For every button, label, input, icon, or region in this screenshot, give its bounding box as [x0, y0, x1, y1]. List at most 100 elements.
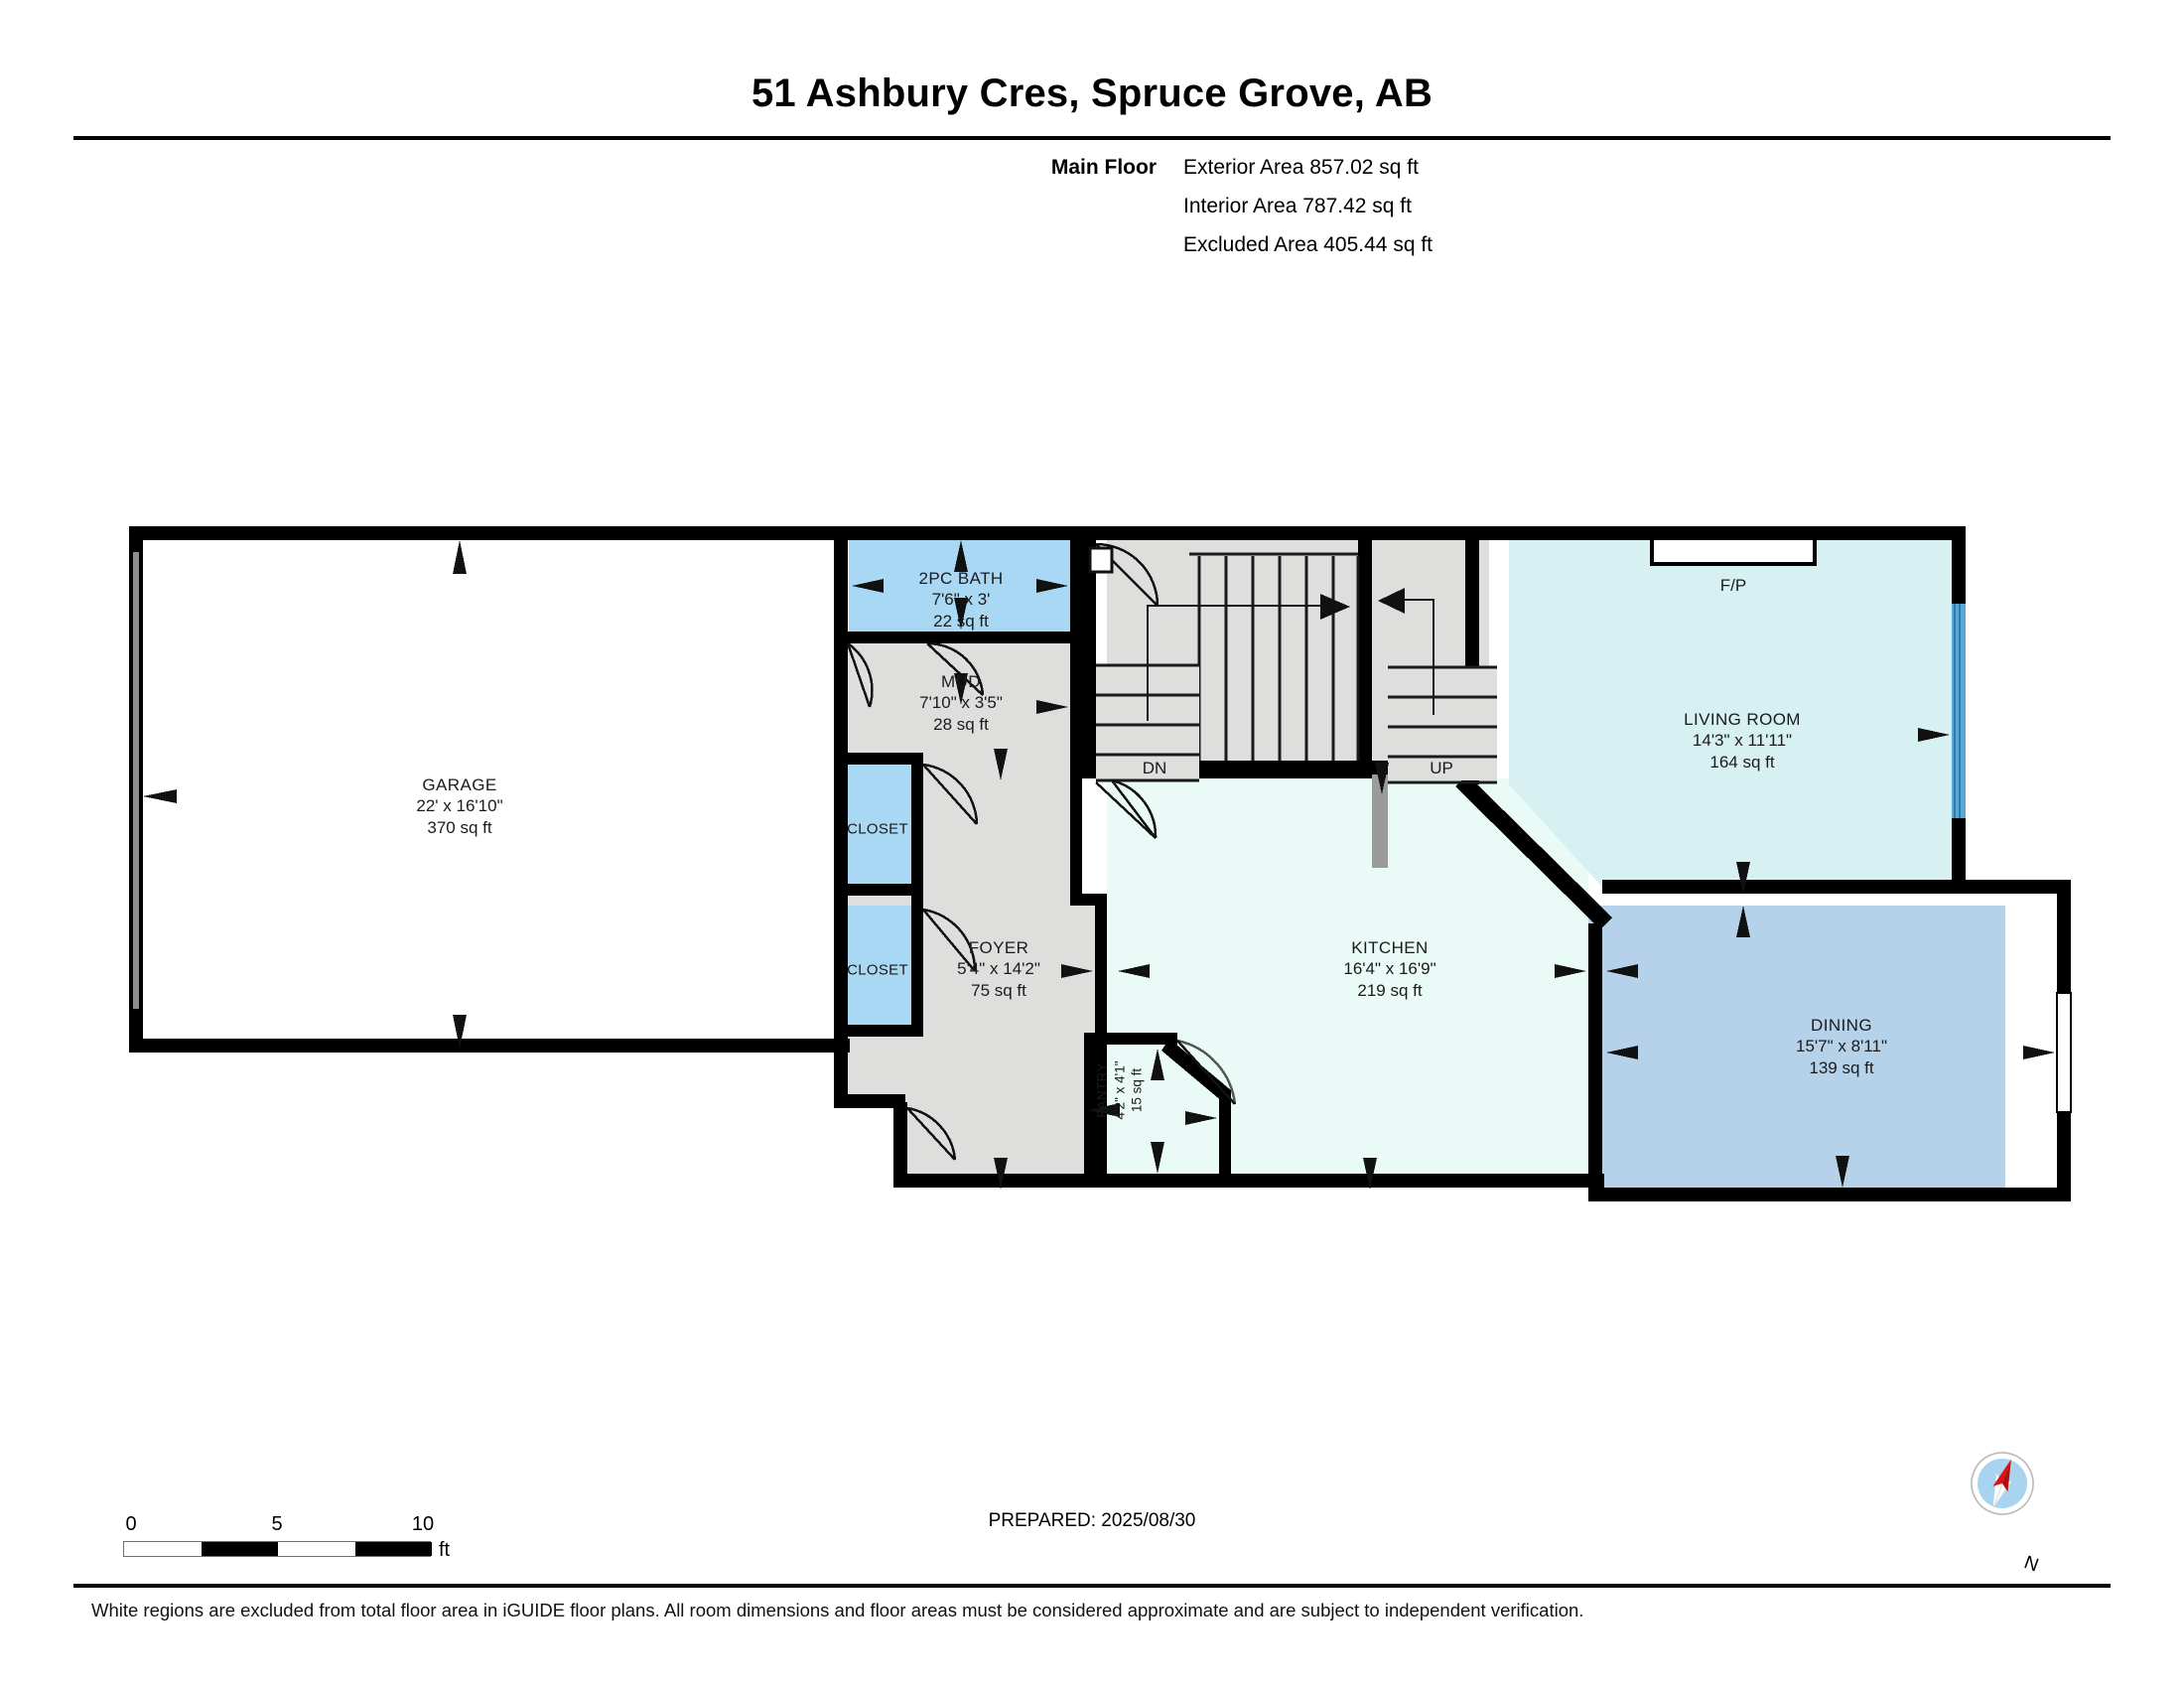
footer-divider [73, 1584, 2111, 1588]
kitchen-name: KITCHEN [1351, 938, 1429, 957]
mud-dimensions: 7'10" x 3'5" [919, 693, 1003, 713]
scale-seg-4 [354, 1542, 432, 1556]
wall-closet-lower-bottom [840, 1025, 923, 1037]
room-label-mud: MUD 7'10" x 3'5" 28 sq ft [919, 671, 1003, 735]
dining-area: 139 sq ft [1809, 1057, 1874, 1077]
wall-stair-mid-right [1358, 530, 1372, 778]
garage-name: GARAGE [422, 775, 497, 794]
bath-area: 22 sq ft [933, 611, 989, 631]
room-label-pantry: PANTRY 4'2" x 4'1" 15 sq ft [1094, 1060, 1147, 1119]
exterior-area-value: Exterior Area 857.02 sq ft [1183, 156, 1419, 179]
excluded-area-row: x Excluded Area 405.44 sq ft [1027, 233, 1722, 272]
room-label-garage: GARAGE 22' x 16'10" 370 sq ft [416, 774, 502, 838]
wall-foyer-right [1095, 906, 1107, 1188]
window-dining-right [2056, 992, 2072, 1113]
room-label-foyer: FOYER 5'4" x 14'2" 75 sq ft [957, 937, 1040, 1001]
page-title: 51 Ashbury Cres, Spruce Grove, AB [751, 71, 1433, 115]
pantry-name: PANTRY [1094, 1062, 1110, 1118]
closet-lower-fill [840, 906, 915, 1025]
bath-dimensions: 7'6" x 3' [931, 590, 991, 610]
scale-tick-labels: 0 5 10 [123, 1513, 435, 1537]
scale-tick-5: 5 [271, 1513, 283, 1535]
fireplace-label: F/P [1719, 576, 1747, 595]
living-name: LIVING ROOM [1684, 710, 1801, 729]
garage-dimensions: 22' x 16'10" [416, 796, 503, 816]
prepared-date: PREPARED: 2025/08/30 [988, 1510, 1196, 1531]
wall-mud-foyer-step [1070, 894, 1107, 906]
stairs-up-label: UP [1430, 759, 1453, 777]
dimension-arrows [143, 540, 2055, 1190]
wall-closet-mid [840, 884, 923, 896]
foyer-dimensions: 5'4" x 14'2" [957, 959, 1040, 979]
compass-rose-icon [1971, 1452, 2034, 1515]
wall-foyer-garage [834, 526, 848, 1108]
floor-label: Main Floor [1050, 156, 1157, 179]
wall-living-dining-step [1952, 880, 2071, 894]
room-label-dining: DINING 15'7" x 8'11" 139 sq ft [1796, 1015, 1887, 1078]
exterior-area-row: Main Floor Exterior Area 857.02 sq ft [1027, 156, 1722, 195]
kitchen-fill-2 [1107, 778, 1588, 1188]
garage-wall-top [129, 526, 850, 540]
wall-mud-right [1070, 643, 1082, 906]
wall-closet-upper-top [840, 753, 923, 765]
mud-area: 28 sq ft [933, 714, 989, 734]
room-label-closet-lower: CLOSET [847, 962, 908, 981]
wall-pantry-diagonal [1161, 1039, 1231, 1102]
room-label-bath: 2PC BATH 7'6" x 3' 22 sq ft [918, 568, 1003, 632]
garage-wall-bottom [129, 1039, 850, 1053]
dining-name: DINING [1811, 1016, 1872, 1035]
room-label-closet-upper: CLOSET [847, 821, 908, 840]
scale-tick-10: 10 [411, 1513, 435, 1535]
wall-left-foyer [893, 1102, 907, 1188]
door-swings [846, 542, 1237, 1161]
closet-upper-name: CLOSET [847, 820, 908, 838]
interior-area-value: Interior Area 787.42 sq ft [1183, 195, 1412, 217]
pantry-dimensions: 4'2" x 4'1" [1112, 1060, 1128, 1120]
garage-fill [139, 536, 840, 1053]
bath-name: 2PC BATH [918, 569, 1004, 588]
wall-bottom-kitchen [893, 1174, 1604, 1188]
wall-top-center [834, 526, 1529, 540]
kitchen-area: 219 sq ft [1357, 980, 1423, 1000]
closet-lower-name: CLOSET [847, 961, 908, 979]
foyer-area: 75 sq ft [971, 980, 1026, 1000]
room-label-kitchen: KITCHEN 16'4" x 16'9" 219 sq ft [1343, 937, 1435, 1001]
wall-bath-right [1070, 530, 1082, 643]
mud-name: MUD [941, 672, 981, 691]
window-living-right [1952, 604, 1966, 818]
wall-kitchen-dining [1588, 923, 1602, 1188]
dining-fill [1588, 906, 2005, 1188]
foyer-name: FOYER [968, 938, 1029, 957]
wall-top-living [1509, 526, 1966, 540]
wall-pantry-left [1084, 1033, 1096, 1178]
scale-tick-0: 0 [125, 1513, 137, 1535]
kitchen-dimensions: 16'4" x 16'9" [1343, 959, 1436, 979]
excluded-area-value: Excluded Area 405.44 sq ft [1183, 233, 1433, 256]
wall-stair-left [1082, 530, 1096, 778]
garage-area: 370 sq ft [427, 817, 492, 837]
door-jamb-stair [1088, 546, 1114, 574]
wall-foyer-bottom [834, 1094, 905, 1108]
living-dimensions: 14'3" x 11'11" [1692, 731, 1793, 751]
stairs-lower-flight [1096, 608, 1199, 782]
pantry-area: 15 sq ft [1129, 1067, 1145, 1113]
closet-upper-fill [840, 765, 915, 884]
wall-closet-upper-right [911, 753, 923, 884]
stairs-down-label: DN [1142, 759, 1167, 777]
title-divider [73, 136, 2111, 140]
scale-unit-label: ft [439, 1539, 451, 1561]
scale-track [123, 1541, 432, 1557]
room-label-living: LIVING ROOM 14'3" x 11'11" 164 sq ft [1684, 709, 1801, 773]
interior-area-row: x Interior Area 787.42 sq ft [1027, 195, 1722, 233]
floor-area-summary: Main Floor Exterior Area 857.02 sq ft x … [1027, 156, 1722, 272]
stairs-up-flight [1378, 588, 1497, 784]
living-room-fill [1509, 536, 1966, 894]
wall-bath-bottom [840, 632, 1082, 643]
wall-living-dining [1602, 880, 1960, 894]
wall-closet-lower-right [911, 896, 923, 1027]
grey-stair-post [1372, 774, 1388, 868]
living-area: 164 sq ft [1709, 752, 1775, 772]
garage-door-opening [133, 552, 139, 1009]
scale-bar: 0 5 10 [123, 1513, 435, 1557]
